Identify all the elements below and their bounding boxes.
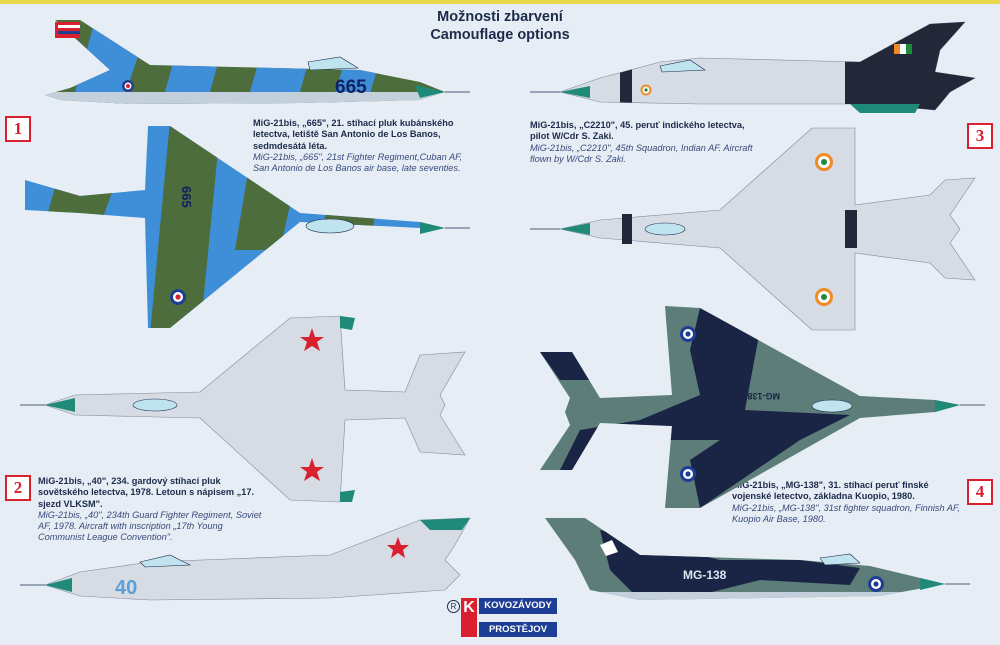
logo-text-bottom: PROSTĚJOV [479, 622, 557, 637]
option-badge-1: 1 [5, 116, 31, 142]
marking-mg138-top: MG-138 [740, 412, 773, 422]
caption-3-czech: MiG-21bis, „C2210", 45. peruť indického … [530, 120, 745, 142]
caption-2-czech: MiG-21bis, „40", 234. gardový stíhací pl… [38, 476, 255, 509]
mig21-40-top-view [20, 315, 466, 503]
caption-option-2: MiG-21bis, „40", 234. gardový stíhací pl… [38, 476, 266, 544]
mig21-mg138-side-view [545, 518, 970, 600]
marking-mg138-side: MG-138 [683, 568, 727, 582]
registered-mark: R [447, 600, 460, 613]
mig21-665-side-view [45, 20, 470, 104]
caption-2-english: MiG-21bis, „40", 234th Guard Fighter Reg… [38, 509, 262, 543]
marking-665-side: 665 [335, 77, 367, 98]
sheet-title: Možnosti zbarvení Camouflage options [380, 8, 620, 44]
top-accent-strip [0, 0, 1000, 4]
mig21-c2210-top-view [530, 127, 976, 331]
caption-4-english: MiG-21bis, „MG-138", 31st fighter squadr… [732, 502, 960, 524]
mig21-c2210-side-view [530, 21, 976, 113]
mig21-665-top-view [25, 126, 470, 328]
caption-option-4: MiG-21bis, „MG-138", 31. stíhací peruť f… [732, 480, 964, 525]
caption-option-3: MiG-21bis, „C2210", 45. peruť indického … [530, 120, 760, 165]
logo-k-mark: K [461, 598, 477, 637]
marking-40-side: 40 [115, 577, 137, 599]
caption-option-1: MiG-21bis, „665", 21. stíhací pluk kubán… [253, 118, 478, 174]
mig21-mg138-top-view [540, 306, 985, 508]
title-czech: Možnosti zbarvení [437, 9, 563, 25]
marking-mg138-top-mirror: MG-138 [747, 391, 780, 401]
caption-3-english: MiG-21bis, „C2210", 45th Squadron, India… [530, 142, 753, 164]
marking-665-top: 665 [179, 186, 194, 208]
logo-text-top: KOVOZÁVODY [479, 598, 557, 614]
caption-1-czech: MiG-21bis, „665", 21. stíhací pluk kubán… [253, 118, 454, 151]
title-english: Camouflage options [430, 27, 570, 43]
option-badge-2: 2 [5, 475, 31, 501]
option-badge-3: 3 [967, 123, 993, 149]
caption-1-english: MiG-21bis, „665", 21st Fighter Regiment,… [253, 151, 463, 174]
mig21-40-side-view [20, 517, 471, 601]
option-badge-4: 4 [967, 479, 993, 505]
caption-4-czech: MiG-21bis, „MG-138", 31. stíhací peruť f… [732, 480, 929, 502]
